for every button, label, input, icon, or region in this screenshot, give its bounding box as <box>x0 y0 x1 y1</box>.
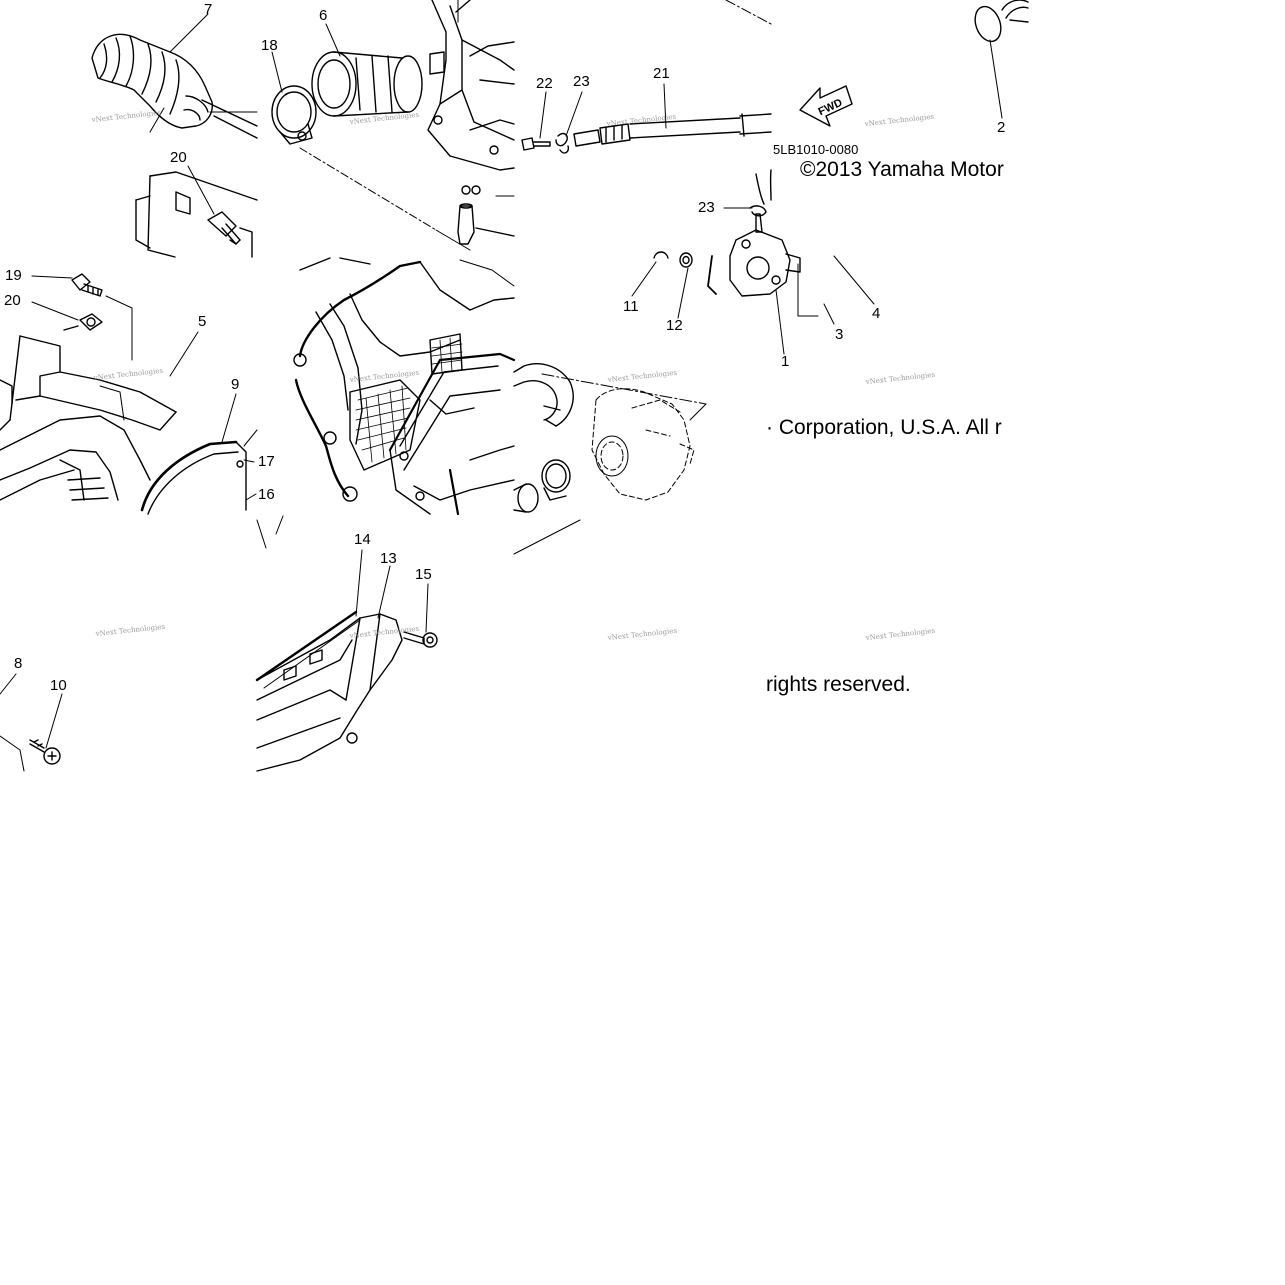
fuel-cock-part-1 <box>729 213 801 297</box>
gasket-part-14 <box>255 610 361 689</box>
callout-6: 6 <box>319 7 327 24</box>
circlip-part-23-lower <box>749 205 767 217</box>
callout-21: 21 <box>653 65 670 82</box>
cover-part-13 <box>256 613 403 772</box>
callout-5: 5 <box>198 313 206 330</box>
callout-15: 15 <box>415 566 432 583</box>
carb-clamp <box>541 459 571 501</box>
carburetor <box>591 388 695 501</box>
watermark: vNext Technologies <box>606 369 677 384</box>
intake-duct-part-7 <box>91 33 213 129</box>
callout-2: 2 <box>997 119 1005 136</box>
callout-13: 13 <box>380 550 397 567</box>
copyright-line-1: ©2013 Yamaha Motor <box>800 158 1004 181</box>
callout-22: 22 <box>536 75 553 92</box>
callout-1: 1 <box>781 353 789 370</box>
watermark: vNext Technologies <box>606 627 677 642</box>
watermark: vNext Technologies <box>94 623 165 638</box>
callout-7: 7 <box>204 1 212 18</box>
drain-fitting <box>457 185 515 245</box>
callout-12: 12 <box>666 317 683 334</box>
circlip-part-23-top <box>555 132 570 154</box>
screw-part-10 <box>29 739 61 765</box>
callout-23-top: 23 <box>573 73 590 90</box>
airbox-housing-top <box>427 0 515 171</box>
cable-part-21 <box>573 113 772 147</box>
element-frame <box>388 352 516 516</box>
vent-hose <box>513 363 574 427</box>
watermark: vNext Technologies <box>92 367 163 382</box>
callout-8: 8 <box>14 655 22 672</box>
bolt-part-19 <box>71 273 103 297</box>
watermark: vNext Technologies <box>348 369 419 384</box>
watermark: vNext Technologies <box>864 627 935 642</box>
bolt-part-15 <box>403 631 438 648</box>
fwd-arrow-icon <box>799 85 853 127</box>
callout-10: 10 <box>50 677 67 694</box>
hose-to-cock <box>755 169 772 205</box>
carb-joint <box>513 483 539 513</box>
watermark: vNext Technologies <box>864 371 935 386</box>
bracket-lower-left <box>135 171 258 258</box>
hose-clamp-part-18 <box>271 85 317 145</box>
callout-18: 18 <box>261 37 278 54</box>
watermark: vNext Technologies <box>90 109 161 124</box>
screw-part-11 <box>653 251 669 259</box>
callout-labels: 7 6 18 20 22 23 21 2 23 11 12 4 3 1 19 2… <box>4 1 1005 694</box>
copyright-line-2: · Corporation, U.S.A. All r <box>766 416 1002 439</box>
air-cleaner-cover-part-9 <box>140 440 247 515</box>
callout-9: 9 <box>231 376 239 393</box>
element-mesh <box>349 333 463 471</box>
bracket-part-5 <box>0 335 177 501</box>
intake-joint-part-6 <box>311 51 423 117</box>
callout-20-left: 20 <box>4 292 21 309</box>
callout-14: 14 <box>354 531 371 548</box>
callout-20-top: 20 <box>170 149 187 166</box>
washer-part-12 <box>679 252 693 268</box>
leader-lines <box>0 13 1003 749</box>
bolt-part-20-left <box>63 313 103 331</box>
watermarks: vNext Technologies vNext Technologies vN… <box>90 109 935 642</box>
callout-23-lower: 23 <box>698 199 715 216</box>
o-ring-part-2 <box>974 0 1029 43</box>
fwd-label: FWD <box>817 97 845 118</box>
watermark: vNext Technologies <box>863 113 934 128</box>
callout-19: 19 <box>5 267 22 284</box>
airbox-case-part-14 <box>293 257 515 502</box>
callout-4: 4 <box>872 305 880 322</box>
callout-11: 11 <box>623 298 639 315</box>
callout-16: 16 <box>258 486 275 503</box>
bolt-part-22 <box>521 137 551 151</box>
callout-3: 3 <box>835 326 843 343</box>
copyright-line-3: rights reserved. <box>766 673 911 696</box>
part-code: 5LB1010-0080 <box>773 142 858 157</box>
bolt-part-20-top <box>207 211 241 245</box>
callout-17: 17 <box>258 453 275 470</box>
